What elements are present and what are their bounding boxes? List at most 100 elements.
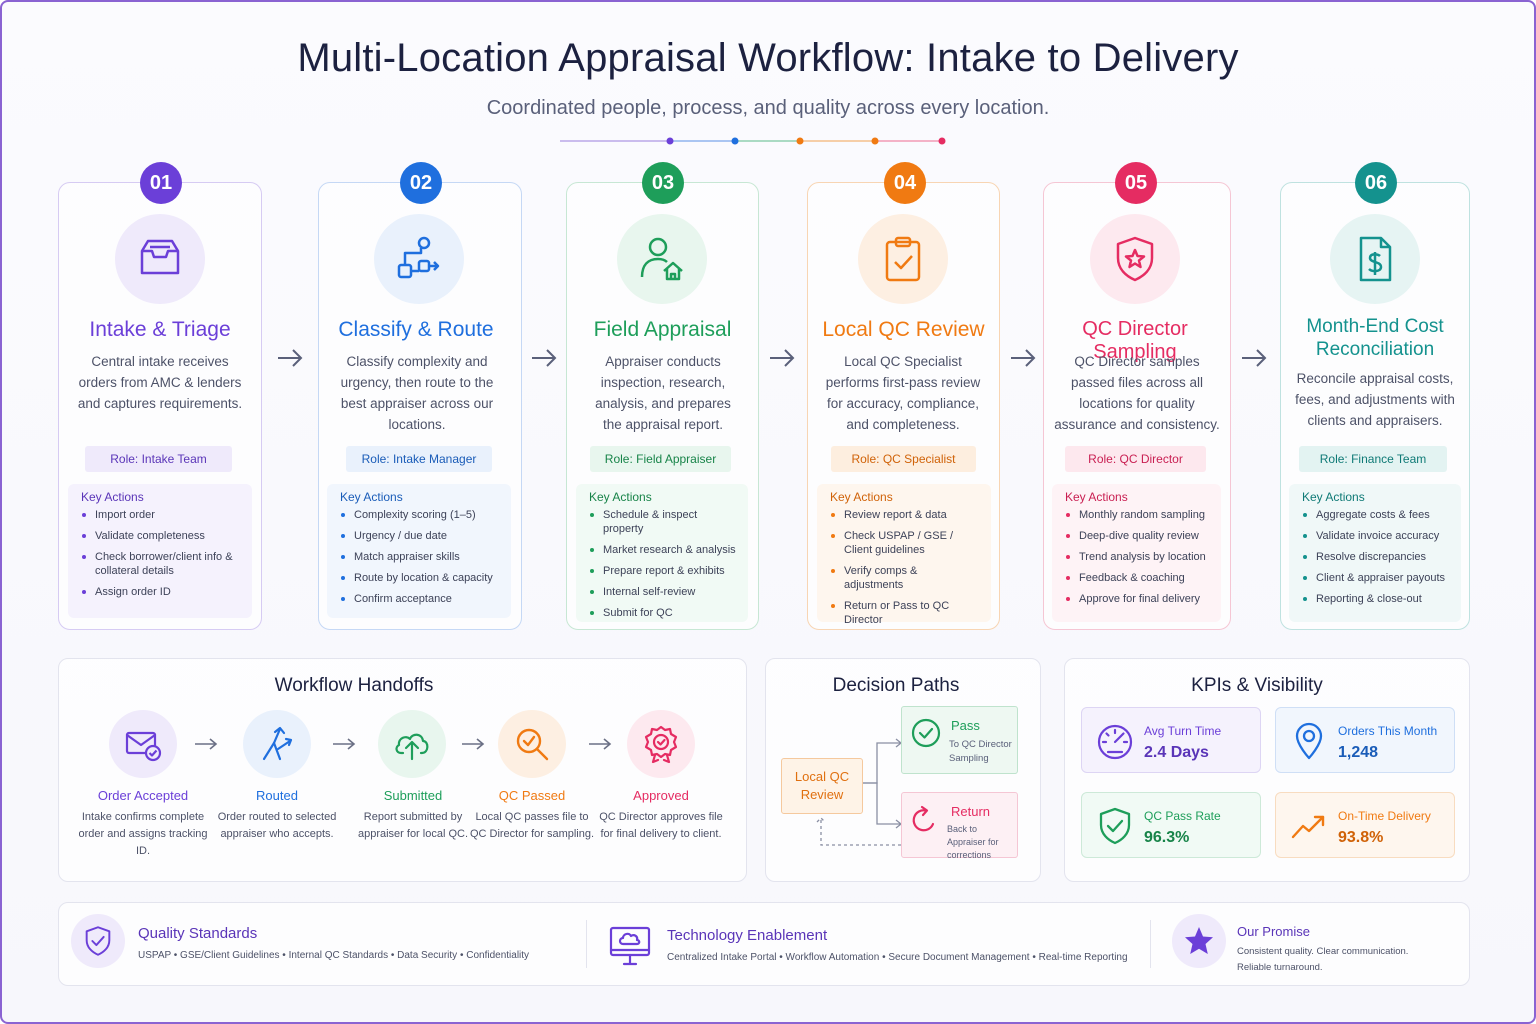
page-subtitle: Coordinated people, process, and quality… [486,97,1050,119]
key-actions-title: Key Actions [340,490,403,504]
list-item: Deep-dive quality review [1065,529,1209,543]
return-icon [912,805,935,832]
shield-star-icon [1116,236,1154,282]
key-actions-title: Key Actions [830,490,893,504]
footer-title: Technology Enablement [667,927,828,944]
list-item: Reporting & close-out [1302,592,1449,606]
list-item: Validate invoice accuracy [1302,529,1449,543]
handoff-description: Local QC passes file to QC Director for … [469,811,595,840]
list-item: Trend analysis by location [1065,550,1209,564]
list-item: Route by location & capacity [340,571,499,585]
decision-source-box: Local QC Review [781,758,863,814]
key-actions-box: Key Actions Schedule & inspect property … [576,484,748,622]
kpi-value: 2.4 Days [1144,744,1209,761]
list-item: Monthly random sampling [1065,508,1209,522]
kpi-card: Orders This Month 1,248 [1275,707,1455,773]
gauge-icon [1097,724,1133,760]
key-actions-box: Key Actions Complexity scoring (1–5) Urg… [327,484,511,618]
list-item: Check USPAP / GSE / Client guidelines [830,529,979,557]
list-item: Submit for QC [589,606,736,620]
list-item: Review report & data [830,508,979,522]
step-title: Month-End Cost Reconciliation [1306,316,1444,360]
role-badge: Role: Finance Team [1299,446,1447,472]
list-item: Complexity scoring (1–5) [340,508,499,522]
split-arrow-icon [262,726,293,761]
key-actions-title: Key Actions [1065,490,1128,504]
footer-description: Consistent quality. Clear communication.… [1237,946,1409,973]
handoff-label: Approved [633,788,689,803]
return-label: Return [951,804,991,819]
step-number: 06 [1355,162,1397,204]
pass-description: To QC Director Sampling [949,739,1012,764]
kpi-value: 93.8% [1338,829,1384,846]
handoff-description: Report submitted by appraiser for local … [357,811,469,840]
handoff-description: QC Director approves file for final deli… [599,811,723,840]
magnifier-check-icon [516,728,549,761]
step-number: 01 [140,162,182,204]
clipboard-check-icon [885,236,921,282]
step-description: Appraiser conducts inspection, research,… [595,354,731,432]
page-title: Multi-Location Appraisal Workflow: Intak… [297,36,1239,80]
handoff-description: Intake confirms complete order and assig… [78,811,208,857]
key-actions-box: Key Actions Monthly random sampling Deep… [1052,484,1221,622]
role-badge: Role: Intake Manager [346,446,492,472]
list-item: Match appraiser skills [340,550,499,564]
key-actions-box: Key Actions Review report & data Check U… [817,484,991,626]
badge-check-icon [644,725,678,764]
list-item: Aggregate costs & fees [1302,508,1449,522]
step-description: Reconcile appraisal costs, fees, and adj… [1295,371,1455,428]
decision-source-label: Local QC Review [794,769,850,802]
list-item: Check borrower/client info & collateral … [81,550,240,578]
kpi-card: Avg Turn Time 2.4 Days [1081,707,1261,773]
user-home-icon [640,237,683,281]
handoff-label: Routed [256,788,298,803]
kpi-card: QC Pass Rate 96.3% [1081,792,1261,858]
role-badge: Role: QC Director [1065,446,1206,472]
kpi-label: On-Time Delivery [1338,809,1431,823]
step-title: Local QC Review [822,318,985,341]
arrow-icon [462,738,485,750]
handoff-icon-circle [378,710,446,778]
route-icon [397,236,440,279]
step-title: Classify & Route [338,318,494,341]
footer-icon-circle [71,914,125,968]
list-item: Schedule & inspect property [589,508,736,536]
step-number: 04 [884,162,926,204]
footer-divider [586,920,587,968]
key-actions-title: Key Actions [589,490,652,504]
step-icon-circle [374,214,464,304]
key-actions-title: Key Actions [1302,490,1365,504]
handoff-icon-circle [243,710,311,778]
list-item: Client & appraiser payouts [1302,571,1449,585]
flow-arrow-icon [770,349,795,367]
monitor-cloud-icon [609,926,651,966]
step-number: 05 [1115,162,1157,204]
arrow-icon [195,738,218,750]
cloud-upload-icon [395,733,429,761]
footer-description: Centralized Intake Portal • Workflow Aut… [667,952,1128,963]
list-item: Verify comps & adjustments [830,564,979,592]
step-description: Local QC Specialist performs first-pass … [825,354,981,432]
check-circle-icon [911,718,941,748]
color-divider [560,137,946,145]
step-icon-circle [1090,214,1180,304]
handoffs-title: Workflow Handoffs [274,675,434,696]
decision-return-box: Return Back to Appraiser for corrections [901,792,1018,860]
kpi-value: 1,248 [1338,744,1379,761]
key-actions-box: Key Actions Import order Validate comple… [68,484,252,618]
step-title: Intake & Triage [89,318,231,341]
shield-check-icon [1099,807,1131,845]
list-item: Import order [81,508,240,522]
kpi-label: QC Pass Rate [1144,809,1221,823]
footer-icon [606,922,654,970]
handoff-label: Submitted [383,788,443,803]
step-description: Central intake receives orders from AMC … [77,354,243,411]
step-icon-circle [1330,214,1420,304]
role-badge: Role: Intake Team [85,446,232,472]
arrow-icon [589,738,612,750]
flow-arrow-icon [1242,349,1267,367]
location-pin-icon [1295,722,1323,760]
flow-arrow-icon [278,349,303,367]
kpi-value: 96.3% [1144,829,1190,846]
list-item: Validate completeness [81,529,240,543]
